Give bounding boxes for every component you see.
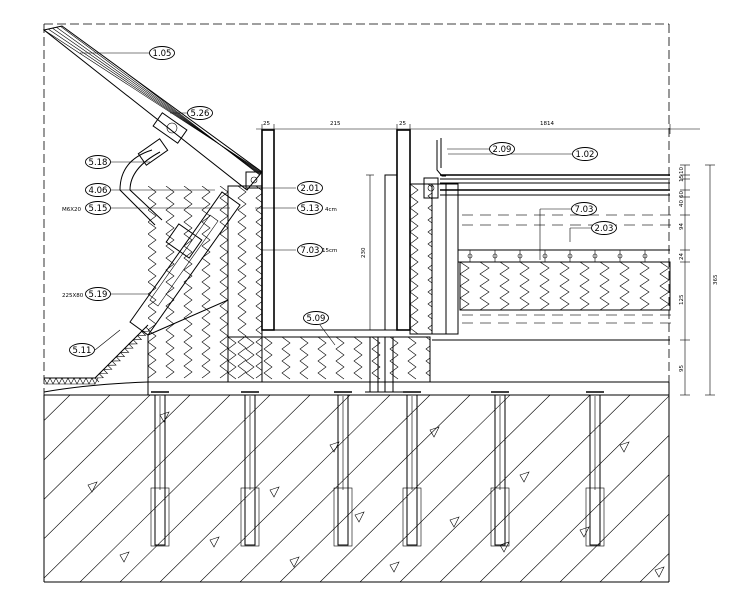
callout-label: 5.11 (73, 346, 92, 356)
aggregate-mark (429, 426, 440, 438)
left-slope (43, 324, 151, 385)
aggregate-mark (449, 516, 460, 528)
callout-c703b: 7.03 (571, 202, 597, 216)
aggregate-mark (354, 511, 365, 523)
dim-top-25-right: 25 (399, 121, 406, 127)
soil-hatch (44, 395, 669, 582)
leader-lines (80, 52, 592, 351)
callout-c203: 2.03 (591, 221, 617, 235)
callout-c513: 5.13 (297, 201, 323, 215)
aggregate-mark (289, 556, 300, 568)
dim-right-24: 24 (679, 253, 685, 260)
aggregate-mark (619, 441, 630, 453)
right-wall-insulation (409, 183, 459, 335)
dim-top-25-left: 25 (263, 121, 270, 127)
dim-right-total: 365 (713, 274, 719, 285)
foundation-piles (150, 391, 605, 547)
inclined-glazing (42, 25, 263, 191)
callout-c209: 2.09 (489, 142, 515, 156)
ground-line (43, 381, 669, 393)
aggregate-mark (269, 486, 280, 498)
dim-right-10: 10 (679, 167, 685, 174)
drawing-frame (43, 23, 670, 583)
dim-vertical-230: 230 (361, 247, 367, 258)
side-notes: M6X20 225X80 4cm 15cm (62, 207, 337, 299)
callout-c526: 5.26 (187, 106, 213, 120)
pile (494, 394, 506, 546)
dimension-lines (256, 124, 715, 396)
callout-label: 7.03 (575, 205, 594, 215)
aggregate-mark (519, 471, 530, 483)
callout-c105: 1.05 (149, 46, 175, 60)
pile (589, 394, 601, 546)
dim-top-right: 1814 (540, 121, 554, 127)
callout-c102: 1.02 (572, 147, 598, 161)
aggregate-mark (389, 561, 400, 573)
callout-label: 2.03 (595, 224, 614, 234)
dim-right-125: 125 (679, 294, 685, 305)
aggregate-mark (329, 441, 340, 453)
note-225x80: 225X80 (62, 293, 84, 299)
callout-tags: 1.05 5.26 5.18 4.06 5.15 5.19 5.11 2.01 5.13 7.03… (69, 46, 617, 357)
dimension-labels: 25 215 25 1814 230 10 15 60 40 94 24 125… (263, 121, 719, 372)
callout-label: 7.03 (301, 246, 320, 256)
aggregate-mark (654, 566, 665, 578)
callout-label: 2.09 (493, 145, 512, 155)
callout-c518: 5.18 (85, 155, 111, 169)
aggregate-mark (87, 481, 98, 493)
callout-c519: 5.19 (85, 287, 111, 301)
gutter-channel (261, 129, 411, 337)
callout-label: 5.19 (89, 290, 108, 300)
callout-c511: 5.11 (69, 343, 95, 357)
dim-right-94: 94 (679, 223, 685, 230)
bottom-insulation (227, 336, 431, 393)
pile (406, 394, 418, 546)
dim-right-15: 15 (679, 175, 685, 182)
pile (337, 394, 349, 546)
callout-label: 5.18 (89, 158, 108, 168)
parapet-details (245, 138, 446, 199)
callout-c703a: 7.03 (297, 243, 323, 257)
callout-label: 5.13 (301, 204, 320, 214)
dim-right-60: 60 (679, 191, 685, 198)
pile (244, 394, 256, 546)
callout-c406: 4.06 (85, 183, 111, 197)
dim-right-40: 40 (679, 200, 685, 207)
callout-c201: 2.01 (297, 181, 323, 195)
callout-label: 1.02 (576, 150, 595, 160)
note-m6x20: M6X20 (62, 207, 82, 213)
callout-c509: 5.09 (303, 311, 329, 325)
callout-label: 5.26 (191, 109, 210, 119)
callout-label: 2.01 (301, 184, 320, 194)
floor-buildup (429, 174, 671, 382)
callout-label: 5.15 (89, 204, 108, 214)
callout-c515: 5.15 (85, 201, 111, 215)
callout-label: 5.09 (307, 314, 326, 324)
dim-top-215: 215 (330, 121, 341, 127)
note-4cm: 4cm (325, 207, 337, 213)
note-15cm: 15cm (322, 248, 337, 254)
aggregate-mark (119, 551, 130, 563)
callout-label: 1.05 (153, 49, 172, 59)
callout-label: 4.06 (89, 186, 108, 196)
pile (154, 394, 166, 546)
dim-right-95: 95 (679, 365, 685, 372)
soil-aggregate (87, 411, 665, 578)
aggregate-mark (579, 526, 590, 538)
aggregate-mark (209, 536, 220, 548)
